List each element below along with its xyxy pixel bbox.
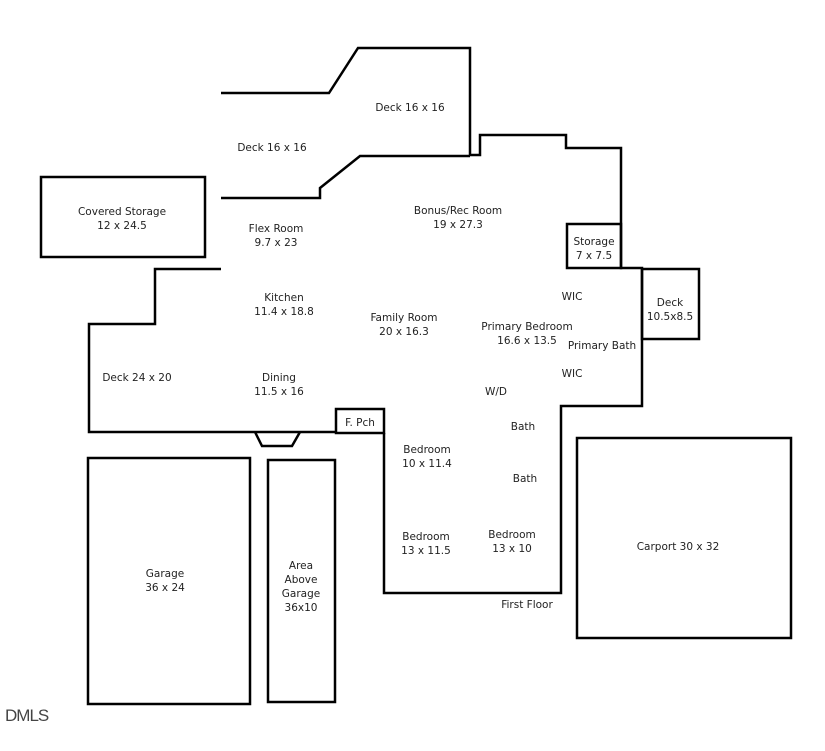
room-label-deck-upper: Deck 16 x 16 xyxy=(375,102,445,114)
main-house-outline xyxy=(221,46,644,595)
room-label-primary-bath: Primary Bath xyxy=(567,340,637,352)
floor-title: First Floor xyxy=(501,599,553,611)
front-porch-box xyxy=(334,407,386,435)
area-above-garage-box xyxy=(266,458,337,704)
storage-room-box xyxy=(565,222,623,270)
right-deck-box xyxy=(640,267,701,341)
room-label-front-porch: F. Pch xyxy=(345,417,375,429)
carport-box xyxy=(575,436,793,640)
room-label-bath-2: Bath xyxy=(512,473,538,485)
room-label-deck-left: Deck 16 x 16 xyxy=(237,142,307,154)
room-label-wic-1: WIC xyxy=(561,291,583,303)
garage-box xyxy=(86,456,252,706)
room-label-bath-1: Bath xyxy=(510,421,536,433)
left-deck-outline xyxy=(87,267,221,434)
room-label-wic-2: WIC xyxy=(561,368,583,380)
room-label-deck-24x20: Deck 24 x 20 xyxy=(102,372,172,384)
deck-divider-wall xyxy=(221,154,470,200)
room-label-carport: Carport 30 x 32 xyxy=(636,541,720,553)
room-label-washer-dryer: W/D xyxy=(484,386,508,398)
dmls-logo: DMLS xyxy=(5,706,49,725)
covered-storage-box xyxy=(39,175,207,259)
